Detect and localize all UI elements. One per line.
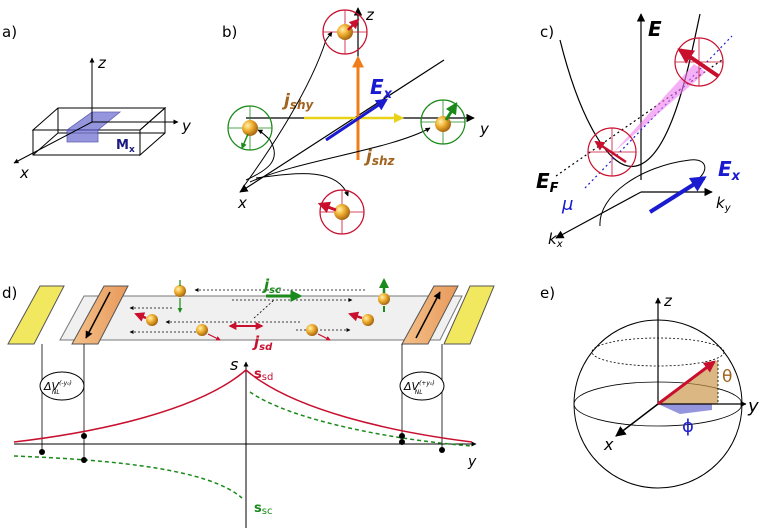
panel-c: c) E ky kx EF μ (536, 13, 741, 250)
panel-e-axis-x: x (603, 435, 614, 454)
panel-b-field-label: Ex (370, 75, 393, 102)
voltmeter-left (39, 371, 85, 401)
spin-left-y (227, 105, 273, 151)
voltmeter-left-label: ΔV(-y₀)NL (43, 380, 72, 396)
panel-b: b) z y x Ex jshy jshz (222, 6, 490, 235)
jshy-label: jshy (281, 91, 315, 112)
spin-right-y (420, 99, 466, 145)
ky-label: ky (716, 194, 732, 214)
spin-circle-upper (674, 37, 724, 87)
s-axis-label: s (230, 355, 238, 374)
panel-e-label: e) (540, 284, 555, 302)
panel-e-axis-z: z (663, 292, 673, 310)
panel-b-axis-x: x (237, 194, 247, 212)
panel-a-axis-x: x (19, 164, 29, 182)
data-point (439, 447, 445, 453)
inner-right-contact (401, 285, 459, 345)
electron-far-right-red (348, 311, 374, 326)
electron-spin-up-green (378, 278, 390, 312)
spin-vector (657, 360, 716, 406)
fermi-energy-label: EF (536, 169, 559, 196)
data-point (81, 457, 87, 463)
jshz-label: jshz (363, 147, 396, 168)
panel-c-field-arrow (648, 176, 707, 214)
electric-field-arrow (325, 98, 388, 142)
panel-a: a) z y x Mx (2, 23, 192, 182)
panel-e: e) z y x θ ϕ (540, 284, 759, 489)
panel-a-axis-y: y (181, 117, 192, 135)
outer-right-contact (443, 285, 495, 345)
panel-b-axis-y: y (479, 120, 490, 138)
y-axis-label: y (467, 454, 477, 470)
voltmeter-right-label: ΔV(+y₀)NL (403, 380, 435, 396)
magnetized-region (65, 111, 122, 131)
jsc-label: jsc (262, 276, 281, 296)
panel-d: d) jsc jsd (2, 276, 495, 528)
data-point (399, 439, 405, 445)
electron-right-red (306, 324, 331, 341)
spin-up-z (322, 9, 368, 55)
panel-b-label: b) (222, 23, 237, 41)
spin-down-z (317, 189, 365, 235)
fermi-contour (599, 159, 706, 227)
electron-spin-down-green (174, 280, 186, 313)
channel-strip (59, 295, 463, 341)
data-point (81, 433, 87, 439)
panel-a-label: a) (2, 23, 17, 41)
panel-c-label: c) (540, 23, 554, 41)
dispersion-parabola (559, 13, 701, 168)
inner-left-contact (71, 285, 129, 345)
panel-a-axis-z: z (97, 54, 107, 72)
fermi-level-line (555, 59, 723, 177)
phi-label: ϕ (682, 416, 694, 437)
jsd-label: jsd (252, 333, 273, 353)
outer-left-contact (7, 285, 65, 345)
electron-left-red (134, 312, 158, 326)
theta-label: θ (722, 367, 732, 387)
spin-circle-lower (587, 127, 637, 177)
shifted-region (614, 64, 706, 152)
kx-label: kx (548, 230, 563, 250)
voltmeter-right (399, 371, 445, 401)
electron-center-red (196, 324, 221, 341)
ssd-label: ssd (254, 367, 273, 383)
ssc-label: ssc (254, 501, 272, 517)
data-point (39, 449, 45, 455)
mu-label: μ (561, 194, 573, 215)
magnetization-label: Mx (116, 138, 135, 155)
energy-axis-label: E (648, 17, 662, 41)
panel-e-axis-y: y (747, 396, 759, 417)
ssd-curve (13, 369, 473, 443)
phi-wedge (658, 404, 712, 414)
panel-d-label: d) (2, 284, 17, 302)
panel-b-axis-z: z (365, 6, 375, 24)
ssc-curve-left (13, 455, 243, 499)
data-point (399, 433, 405, 439)
panel-c-field-label: Ex (718, 157, 741, 184)
ssc-curve-right (249, 391, 473, 447)
